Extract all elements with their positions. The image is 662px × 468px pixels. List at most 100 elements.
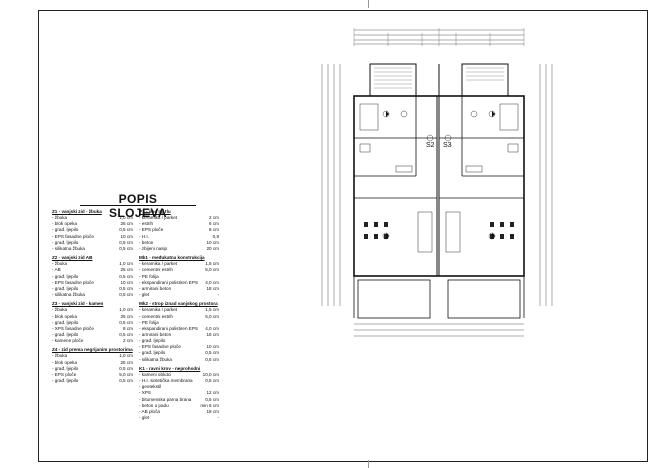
layer-thickness: - xyxy=(217,415,219,420)
layer-material: - EPS fasadne ploče xyxy=(139,344,181,350)
layer-material: - cementni estrih xyxy=(139,267,173,273)
layer-material: - PE folija xyxy=(139,319,159,325)
layer-material: - blok opeka xyxy=(52,359,78,365)
layer-thickness: 0,5 cm xyxy=(119,285,133,291)
layer-row: - PE folija xyxy=(139,274,219,280)
layer-material: - beton xyxy=(139,239,154,245)
layer-thickness: 0,6 cm xyxy=(205,396,219,402)
layer-thickness: 18 cm xyxy=(206,331,219,337)
layer-thickness: 0,5 cm xyxy=(119,331,133,337)
layer-material: - estrih xyxy=(139,221,154,227)
layer-row: - PE folija xyxy=(139,320,219,326)
layer-thickness: 6 cm xyxy=(209,221,219,227)
layer-thickness: 0,5 cm xyxy=(119,227,133,233)
layer-material: - silikatna žbuka xyxy=(52,245,85,251)
layer-group-title: Z2 - vanjski zid AB xyxy=(52,255,93,261)
layer-thickness: 0,5 cm xyxy=(119,378,133,384)
layer-row: - građ. ljepilo 0,5 cm xyxy=(139,350,219,356)
layer-group-title: Z1 - vanjski zid - žbuka xyxy=(52,209,102,214)
layer-thickness: 0,5 cm xyxy=(205,350,219,356)
layer-group-title: Mk2 - strop iznad vanjskog prostora xyxy=(139,301,218,307)
layer-thickness: 18 cm xyxy=(206,285,219,291)
layer-row: - glet- xyxy=(139,415,219,421)
stair-label-s2: S2 xyxy=(426,142,435,149)
layer-material: - blok opeka xyxy=(52,221,78,227)
layer-group-title: Z3 - vanjski zid - kamen xyxy=(52,301,104,307)
layer-material: - AB xyxy=(52,267,61,273)
layer-row: - bitumenska parna brana 0,6 cm xyxy=(139,397,219,403)
layer-thickness: 1,5 cm xyxy=(205,261,219,267)
layer-row: - armirani beton 18 cm xyxy=(139,332,219,338)
layer-row: - zbijeni nasip 20 cm xyxy=(139,246,219,252)
layer-material: - ekspandirani polistiren EPS xyxy=(139,279,198,285)
layer-material: - keramika / parket xyxy=(139,307,178,313)
layer-thickness: 1,0 cm xyxy=(119,307,133,313)
layer-material: - XPS xyxy=(139,390,151,396)
layer-material: - građ. ljepilo xyxy=(52,378,79,384)
layer-material: - bitumenska parna brana xyxy=(139,396,192,402)
layer-thickness: 1,5 cm xyxy=(205,307,219,313)
layer-row: - žbuka 1,0 cm xyxy=(52,261,133,267)
layer-material: - građ. ljepilo xyxy=(139,350,166,356)
layer-material: - armirani beton xyxy=(139,331,172,337)
layer-thickness: 8 cm xyxy=(209,227,219,233)
layer-thickness: 5,0 cm xyxy=(205,267,219,273)
stair-label-s3: S3 xyxy=(443,142,452,149)
layer-thickness: 0,5 cm xyxy=(205,378,219,384)
layer-material: - žbuka xyxy=(52,261,68,267)
layer-row: - cementni estrih 5,0 cm xyxy=(139,314,219,320)
layer-thickness: 5,0 cm xyxy=(205,313,219,319)
layer-material: - silikatna žbuka xyxy=(139,356,172,362)
layer-material: - kamene ploče xyxy=(52,338,84,344)
layer-group-title: K1 - ravni krov - neprohodni xyxy=(139,365,201,371)
layer-material: - građ. ljepilo xyxy=(52,365,79,371)
layer-material: - građ. ljepilo xyxy=(52,331,79,337)
layer-material: - EPS fasadne ploče xyxy=(52,279,94,285)
layer-material: - EPS fasadne ploče xyxy=(52,233,94,239)
layer-thickness: 20 cm xyxy=(206,245,219,251)
layer-thickness: 0,5 cm xyxy=(119,319,133,325)
layer-material: - beton u padu xyxy=(139,402,169,408)
layer-thickness: 25 cm xyxy=(120,359,133,365)
layer-thickness: 8 cm xyxy=(123,325,133,331)
layer-row: - građ. ljepilo xyxy=(139,338,219,344)
layer-material: - PE folija xyxy=(139,273,159,279)
layer-thickness: 1,0 cm xyxy=(119,261,133,267)
layer-material: - geotekstil xyxy=(139,384,162,390)
layer-material: - građ. ljepilo xyxy=(52,239,79,245)
layer-material: - AB ploča xyxy=(139,408,160,414)
floor-plan: S2 S3 xyxy=(318,26,558,344)
layer-row: - građ. ljepilo 0,5 cm xyxy=(52,227,133,233)
layer-material: - glet xyxy=(139,292,150,298)
layer-material: - zbijeni nasip xyxy=(139,245,168,251)
layer-material: - EPS ploče xyxy=(139,227,164,233)
layer-material: - građ. ljepilo xyxy=(52,273,79,279)
layer-material: - građ. ljepilo xyxy=(52,227,79,233)
layer-material: - žbuka xyxy=(52,215,68,221)
layer-thickness: 10,0 cm xyxy=(202,371,219,377)
layer-material: - ekspandirani polistiren EPS xyxy=(139,325,198,331)
layer-material: - H.I. sintetička membrana xyxy=(139,378,193,384)
layer-material: - silikatna žbuka xyxy=(52,292,85,298)
layer-material: - cementni estrih xyxy=(139,313,173,319)
layer-group-title: Mk1 - međukatna konstrukcija xyxy=(139,255,205,261)
layer-row: - građ. ljepilo 0,5 cm xyxy=(52,332,133,338)
title-underline xyxy=(80,205,196,206)
layer-material: - blok opeka xyxy=(52,313,78,319)
floor-plan-drawing: S2 S3 xyxy=(321,28,553,337)
